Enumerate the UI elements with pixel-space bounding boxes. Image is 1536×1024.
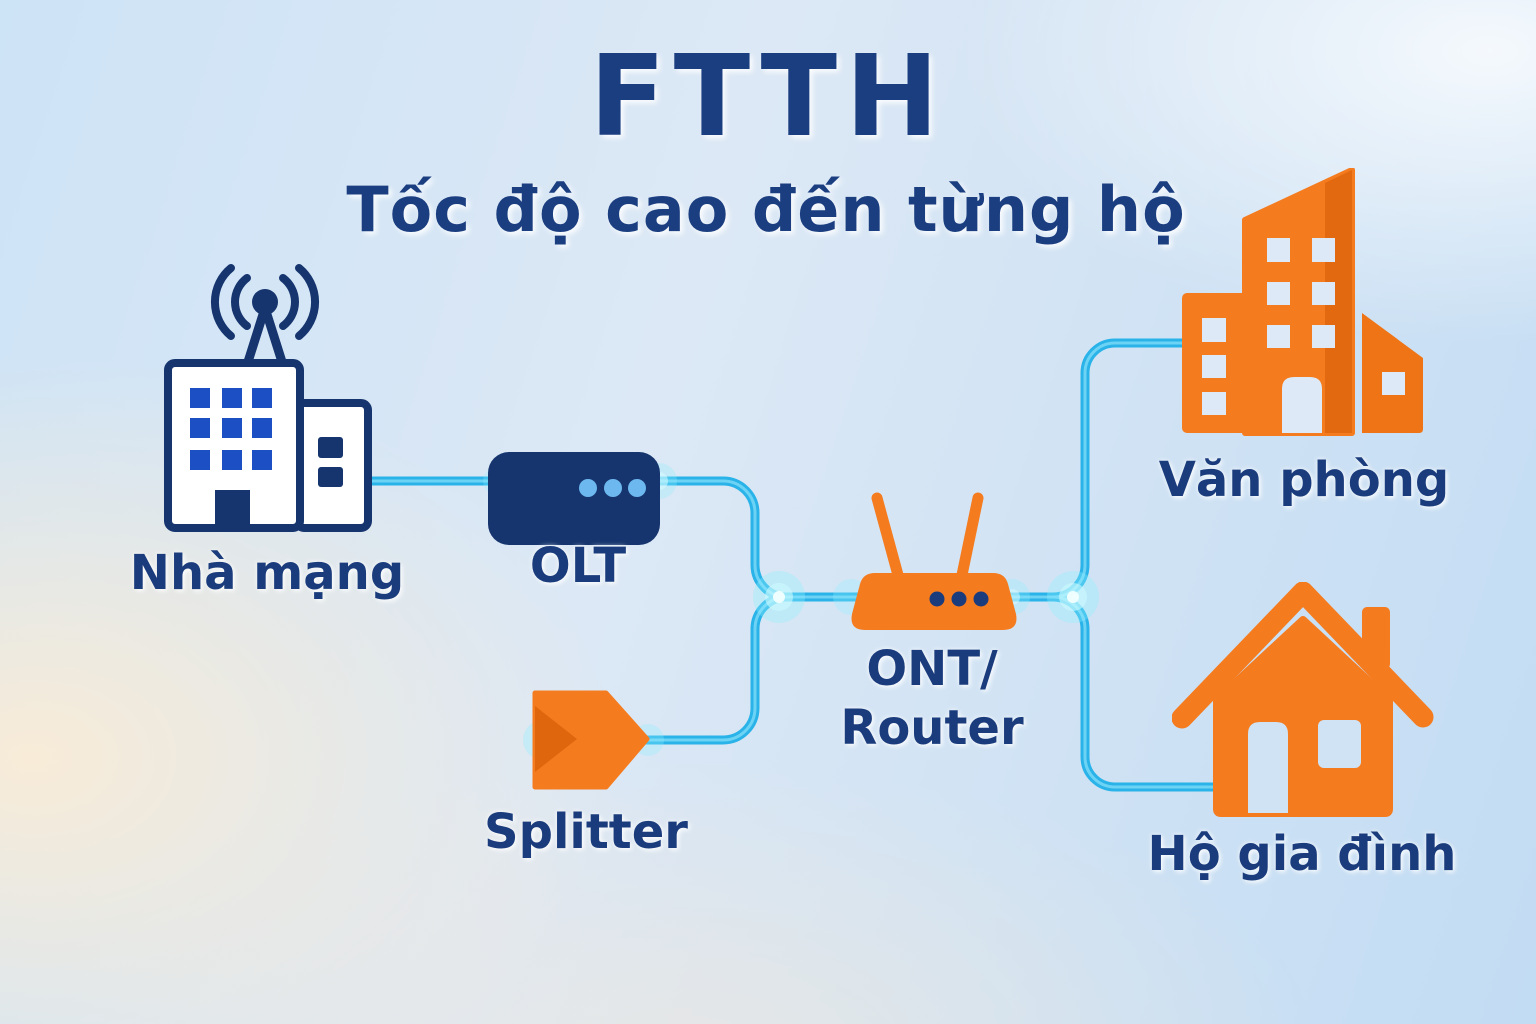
- olt-status-dots: [579, 479, 646, 497]
- router-label-line1: ONT/: [866, 641, 998, 697]
- home-label: Hộ gia đình: [1147, 826, 1457, 882]
- antenna-icon: [211, 264, 319, 370]
- router-label-line2: Router: [840, 699, 1024, 756]
- splitter-icon: [532, 690, 650, 790]
- glow-merge-left: [753, 571, 805, 623]
- office-label: Văn phòng: [1158, 452, 1450, 508]
- glow-junction-right: [1047, 571, 1099, 623]
- house-icon: [1172, 582, 1434, 817]
- provider-door: [215, 490, 250, 524]
- office-building-icon: [1182, 168, 1423, 436]
- office-door: [1282, 377, 1322, 433]
- page-subtitle: Tốc độ cao đến từng hộ: [346, 173, 1186, 246]
- olt-label: OLT: [529, 538, 627, 594]
- office-main-shade: [1325, 170, 1352, 433]
- router-icon: [851, 492, 1017, 630]
- router-antennas: [871, 492, 984, 581]
- splitter-inner-chevron: [535, 706, 577, 772]
- router-label: ONT/ Router: [840, 640, 1023, 757]
- provider-windows: [190, 388, 272, 470]
- fiber-highlight-cores: [368, 341, 1222, 789]
- provider-building-icon: [164, 264, 372, 532]
- house-window: [1318, 720, 1361, 768]
- house-roof: [1172, 582, 1434, 729]
- router-status-dots: [929, 591, 989, 607]
- page-title: FTTH: [589, 32, 947, 162]
- office-windows: [1202, 238, 1405, 415]
- house-door: [1248, 722, 1288, 813]
- splitter-label: Splitter: [484, 804, 688, 860]
- provider-annex-windows: [318, 437, 343, 487]
- provider-label: Nhà mạng: [129, 545, 405, 601]
- olt-icon: [488, 452, 660, 545]
